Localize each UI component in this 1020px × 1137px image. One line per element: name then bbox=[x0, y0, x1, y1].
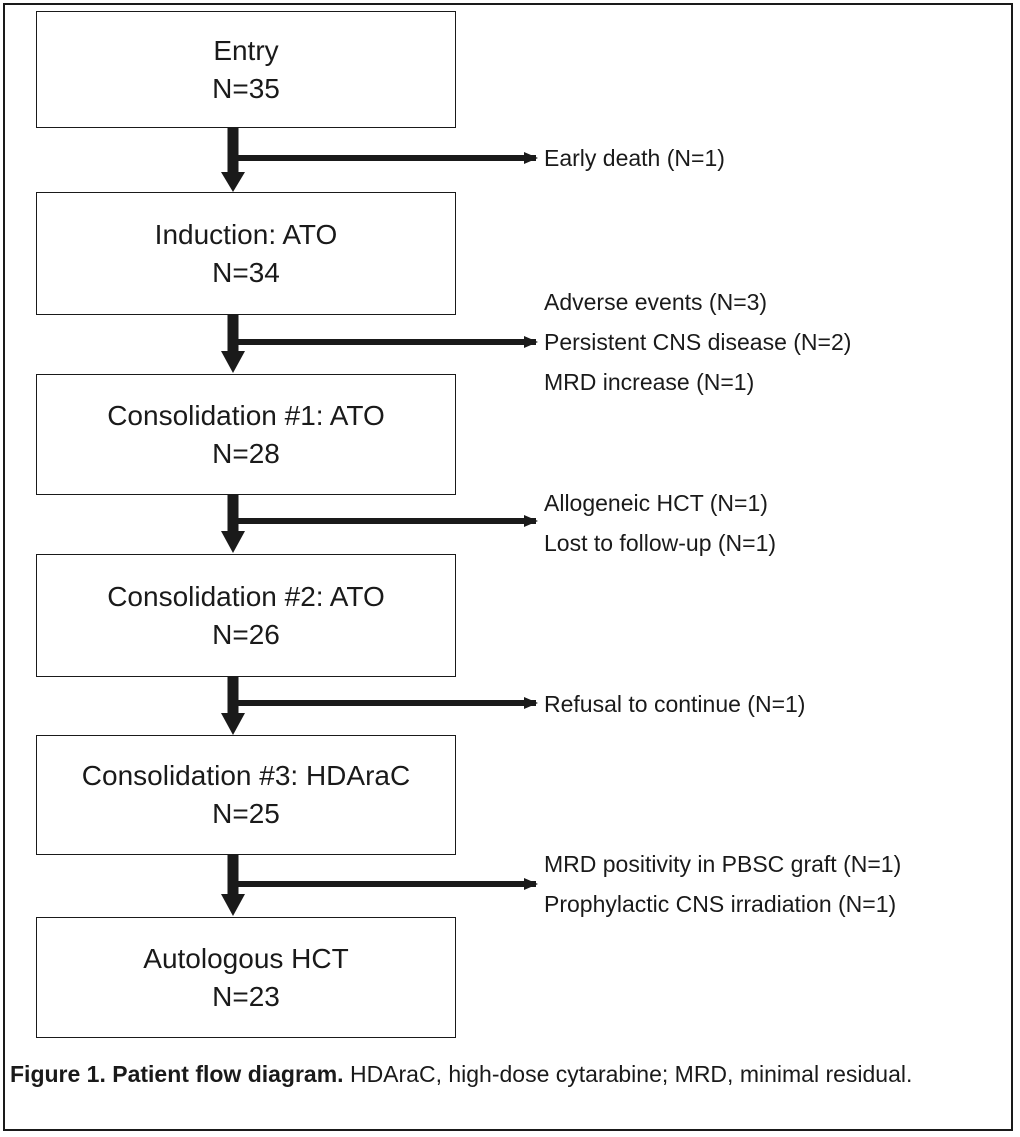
figure-frame bbox=[3, 3, 1013, 1131]
stage-label: Consolidation #1: ATO bbox=[107, 399, 385, 431]
connector-1 bbox=[221, 128, 538, 192]
caption-text: HDAraC, high-dose cytarabine; MRD, minim… bbox=[343, 1061, 913, 1087]
stage-label: Autologous HCT bbox=[143, 942, 349, 974]
main-flow-arrowhead-1 bbox=[221, 172, 245, 192]
exit-item: Early death (N=1) bbox=[544, 145, 725, 171]
exit-item: Persistent CNS disease (N=2) bbox=[544, 329, 852, 355]
main-flow-arrowhead-5 bbox=[221, 894, 245, 916]
stage-label: Entry bbox=[213, 34, 279, 66]
exit-item: Allogeneic HCT (N=1) bbox=[544, 490, 768, 516]
main-flow-arrowhead-3 bbox=[221, 531, 245, 553]
stage-box-consolidation-2: Consolidation #2: ATO N=26 bbox=[36, 554, 456, 677]
stage-box-entry: Entry N=35 bbox=[36, 11, 456, 128]
exit-group-3: Allogeneic HCT (N=1) Lost to follow-up (… bbox=[544, 483, 776, 563]
stage-count: N=28 bbox=[212, 437, 280, 469]
exit-item: Lost to follow-up (N=1) bbox=[544, 530, 777, 556]
stage-label: Consolidation #2: ATO bbox=[107, 580, 385, 612]
caption-label: Figure 1. Patient flow diagram. bbox=[10, 1061, 344, 1087]
exit-item: MRD increase (N=1) bbox=[544, 369, 755, 395]
stage-box-consolidation-3: Consolidation #3: HDAraC N=25 bbox=[36, 735, 456, 855]
exit-group-5: MRD positivity in PBSC graft (N=1) Proph… bbox=[544, 844, 901, 924]
exit-item: Refusal to continue (N=1) bbox=[544, 691, 806, 717]
connector-3 bbox=[221, 495, 538, 553]
stage-count: N=26 bbox=[212, 618, 280, 650]
stage-box-induction: Induction: ATO N=34 bbox=[36, 192, 456, 315]
stage-count: N=25 bbox=[212, 798, 280, 829]
exit-group-1: Early death (N=1) bbox=[544, 138, 725, 178]
stage-count: N=23 bbox=[212, 980, 280, 1012]
stage-count: N=35 bbox=[212, 72, 280, 104]
stage-box-consolidation-1: Consolidation #1: ATO N=28 bbox=[36, 374, 456, 495]
connector-2 bbox=[221, 315, 538, 373]
exit-group-4: Refusal to continue (N=1) bbox=[544, 684, 805, 724]
exit-item: MRD positivity in PBSC graft (N=1) bbox=[544, 851, 902, 877]
exit-group-2: Adverse events (N=3) Persistent CNS dise… bbox=[544, 282, 851, 402]
stage-label: Consolidation #3: HDAraC bbox=[81, 760, 411, 791]
connector-5 bbox=[221, 855, 538, 916]
main-flow-arrowhead-2 bbox=[221, 351, 245, 373]
stage-count: N=34 bbox=[212, 256, 280, 288]
exit-item: Prophylactic CNS irradiation (N=1) bbox=[544, 891, 897, 917]
stage-label: Induction: ATO bbox=[154, 218, 338, 250]
main-flow-arrowhead-4 bbox=[221, 713, 245, 735]
figure-caption: Figure 1. Patient flow diagram. HDAraC, … bbox=[10, 1056, 1008, 1092]
stage-box-autologous-hct: Autologous HCT N=23 bbox=[36, 917, 456, 1038]
exit-item: Adverse events (N=3) bbox=[544, 289, 768, 315]
connector-4 bbox=[221, 677, 538, 735]
